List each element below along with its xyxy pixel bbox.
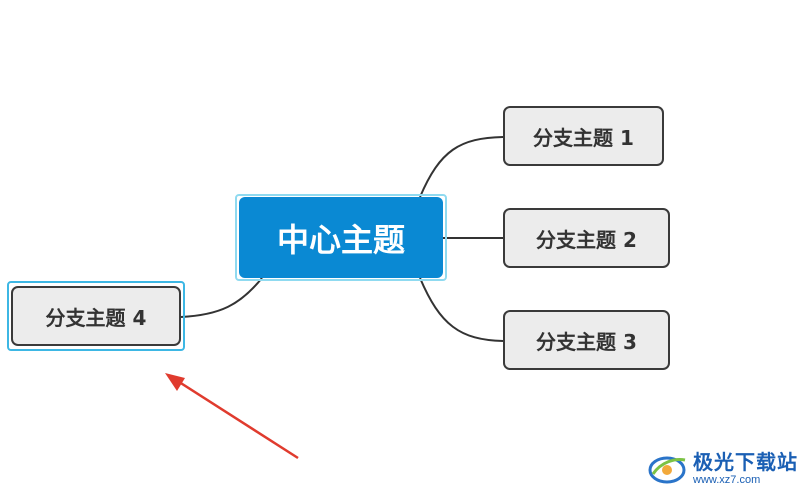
watermark-logo-icon: [648, 456, 686, 484]
annotation-arrow: [165, 373, 299, 460]
branch-topic-4-selection-frame: [7, 281, 185, 351]
connector-branch-3: [419, 277, 504, 342]
central-topic[interactable]: 中心主题: [239, 197, 443, 278]
branch-topic-1-label: 分支主题 1: [533, 125, 634, 150]
watermark-name: 极光下载站: [693, 450, 798, 474]
central-topic-selection-frame: [235, 194, 447, 281]
branch-topic-1[interactable]: 分支主题 1: [503, 106, 664, 166]
branch-topic-3[interactable]: 分支主题 3: [503, 310, 670, 370]
branch-topic-4[interactable]: 分支主题 4: [11, 286, 181, 346]
central-topic-label: 中心主题: [276, 220, 405, 259]
branch-topic-3-label: 分支主题 3: [536, 329, 637, 354]
branch-topic-2-label: 分支主题 2: [536, 227, 637, 252]
branch-topic-2[interactable]: 分支主题 2: [503, 208, 670, 268]
watermark-url: www.xz7.com: [693, 474, 761, 486]
branch-topic-4-label: 分支主题 4: [45, 305, 147, 330]
connector-branch-1: [419, 136, 504, 198]
connector-branch-4: [180, 277, 263, 318]
watermark: 极光下载站 www.xz7.com: [647, 452, 798, 486]
